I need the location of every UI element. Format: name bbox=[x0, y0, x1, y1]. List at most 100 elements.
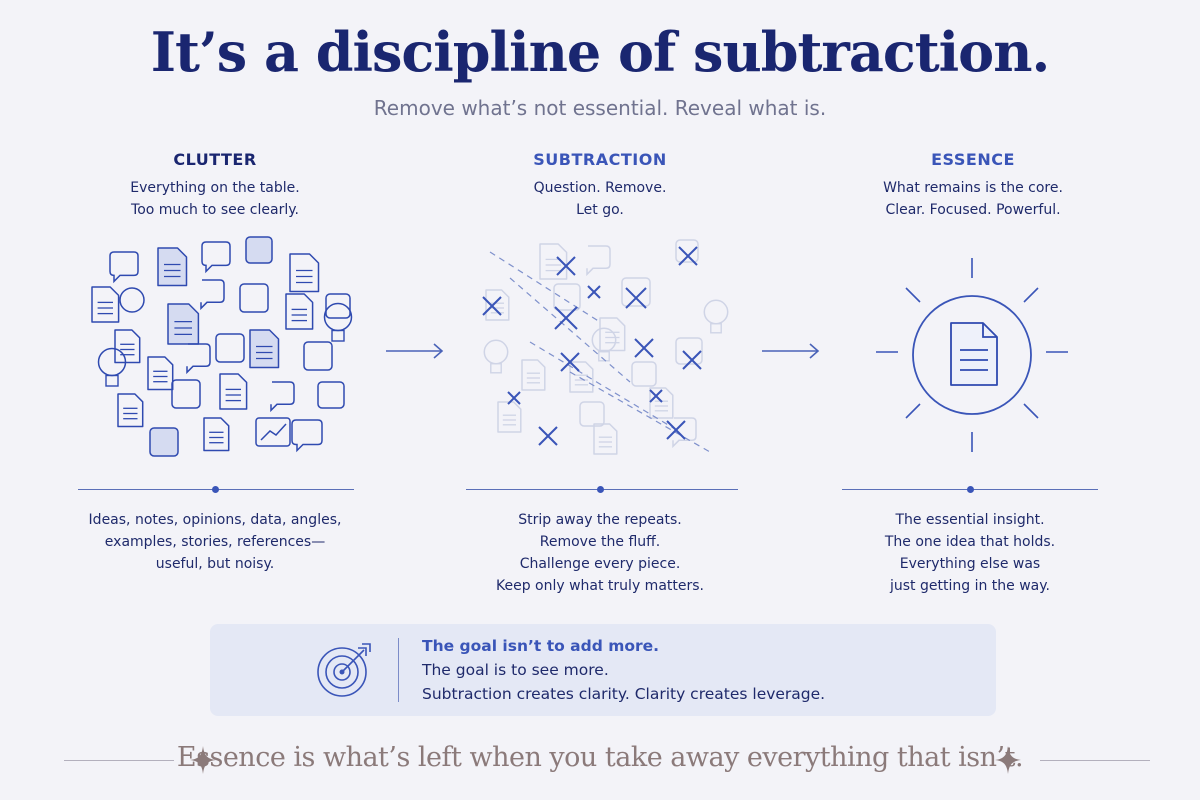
footer-rule-left bbox=[64, 760, 174, 761]
document-icon bbox=[167, 303, 200, 345]
subtraction-heading: SUBTRACTION bbox=[533, 150, 667, 169]
column-subtraction: SUBTRACTION Question. Remove. Let go. bbox=[430, 150, 770, 221]
note-card-icon bbox=[675, 239, 699, 263]
note-card-icon bbox=[621, 277, 651, 307]
subtraction-subtext-line: Let go. bbox=[576, 202, 624, 218]
note-card-icon bbox=[171, 379, 201, 409]
goal-line-3: Subtraction creates clarity. Clarity cre… bbox=[422, 685, 826, 703]
document-icon bbox=[497, 401, 522, 433]
cross-out-icon bbox=[554, 306, 578, 330]
clutter-subtext-line: Everything on the table. bbox=[130, 180, 300, 196]
essence-circle bbox=[912, 295, 1032, 415]
arrow-right-icon bbox=[762, 343, 820, 359]
document-icon bbox=[521, 359, 546, 391]
document-icon bbox=[157, 247, 188, 287]
goal-text: The goal isn’t to add more. The goal is … bbox=[422, 634, 825, 706]
page-subtitle: Remove what’s not essential. Reveal what… bbox=[373, 96, 827, 120]
speech-bubble-icon bbox=[291, 419, 323, 453]
essence-subtext-line: Clear. Focused. Powerful. bbox=[885, 202, 1061, 218]
document-icon bbox=[114, 329, 141, 364]
speech-bubble-icon bbox=[201, 241, 231, 274]
document-icon bbox=[649, 387, 674, 419]
lightbulb-icon bbox=[323, 302, 353, 342]
column-clutter: CLUTTER Everything on the table. Too muc… bbox=[45, 150, 385, 221]
description-line: Ideas, notes, opinions, data, angles, bbox=[88, 512, 342, 528]
document-icon bbox=[285, 293, 314, 330]
strike-line bbox=[529, 341, 681, 433]
page-title: It’s a discipline of subtraction. bbox=[150, 20, 1051, 84]
description-line: The one idea that holds. bbox=[884, 534, 1056, 550]
note-card-icon bbox=[215, 333, 245, 363]
lightbulb-icon bbox=[97, 347, 127, 387]
speech-bubble-icon bbox=[186, 343, 211, 375]
document-icon bbox=[569, 361, 594, 393]
cross-out-icon bbox=[507, 391, 521, 405]
cross-out-icon bbox=[666, 420, 686, 440]
speech-bubble-icon bbox=[672, 417, 697, 449]
description-line: just getting in the way. bbox=[890, 578, 1050, 594]
speech-bubble-icon bbox=[270, 381, 295, 413]
essence-illustration bbox=[876, 258, 1068, 452]
divider-dot bbox=[967, 486, 974, 493]
cross-out-icon bbox=[560, 352, 580, 372]
essence-heading: ESSENCE bbox=[931, 150, 1015, 169]
speech-bubble-icon bbox=[109, 251, 139, 284]
document-icon bbox=[593, 423, 618, 455]
lightbulb-icon bbox=[591, 327, 617, 362]
goal-line-1: The goal isn’t to add more. bbox=[422, 637, 660, 655]
column-essence: ESSENCE What remains is the core. Clear.… bbox=[803, 150, 1143, 221]
lightbulb-icon bbox=[703, 299, 729, 334]
note-card-icon bbox=[245, 236, 273, 264]
chart-icon bbox=[255, 417, 291, 447]
cross-out-icon bbox=[634, 338, 654, 358]
document-icon bbox=[249, 329, 280, 369]
subtraction-description: Strip away the repeats. Remove the fluff… bbox=[430, 509, 770, 597]
essence-description: The essential insight. The one idea that… bbox=[800, 509, 1140, 597]
cross-out-icon bbox=[649, 389, 663, 403]
document-icon bbox=[599, 317, 626, 352]
note-card-icon bbox=[317, 381, 345, 409]
description-line: examples, stories, references— bbox=[104, 534, 326, 550]
speech-bubble-icon bbox=[200, 279, 225, 311]
cross-out-icon bbox=[678, 246, 698, 266]
circle-icon bbox=[119, 287, 145, 313]
description-line: useful, but noisy. bbox=[155, 556, 275, 572]
goal-line-2: The goal is to see more. bbox=[422, 661, 609, 679]
note-card-icon bbox=[149, 427, 179, 457]
document-icon bbox=[147, 356, 174, 391]
essence-subtext: What remains is the core. Clear. Focused… bbox=[803, 177, 1143, 221]
footer-quote: Essence is what’s left when you take awa… bbox=[176, 742, 1024, 773]
document-icon bbox=[219, 373, 248, 410]
speech-bubble-icon bbox=[586, 245, 611, 277]
goal-callout: The goal isn’t to add more. The goal is … bbox=[210, 624, 996, 716]
cross-out-icon bbox=[625, 287, 647, 309]
subtraction-subtext: Question. Remove. Let go. bbox=[430, 177, 770, 221]
clutter-heading: CLUTTER bbox=[173, 150, 257, 169]
note-card-icon bbox=[579, 401, 605, 427]
strike-line bbox=[489, 251, 601, 323]
cross-out-icon bbox=[682, 350, 702, 370]
description-line: Remove the fluff. bbox=[539, 534, 661, 550]
note-card-icon bbox=[553, 283, 581, 311]
divider-dot bbox=[212, 486, 219, 493]
footer-rule-right bbox=[1040, 760, 1150, 761]
sun-rays bbox=[876, 258, 1068, 452]
note-card-icon bbox=[675, 337, 703, 365]
subtraction-illustration bbox=[482, 239, 729, 455]
goal-divider bbox=[398, 638, 399, 702]
cross-out-icon bbox=[538, 426, 558, 446]
note-card-icon bbox=[325, 293, 351, 319]
sparkle-icon bbox=[995, 746, 1021, 774]
document-icon bbox=[485, 289, 510, 321]
subtraction-subtext-line: Question. Remove. bbox=[533, 180, 667, 196]
essence-subtext-line: What remains is the core. bbox=[883, 180, 1063, 196]
cross-out-icon bbox=[587, 285, 601, 299]
clutter-illustration bbox=[91, 236, 353, 457]
document-icon bbox=[950, 322, 998, 386]
divider-dot bbox=[597, 486, 604, 493]
strike-line bbox=[569, 371, 711, 453]
document-icon bbox=[91, 286, 120, 323]
description-line: The essential insight. bbox=[895, 512, 1045, 528]
document-icon bbox=[203, 417, 230, 452]
description-line: Keep only what truly matters. bbox=[495, 578, 704, 594]
